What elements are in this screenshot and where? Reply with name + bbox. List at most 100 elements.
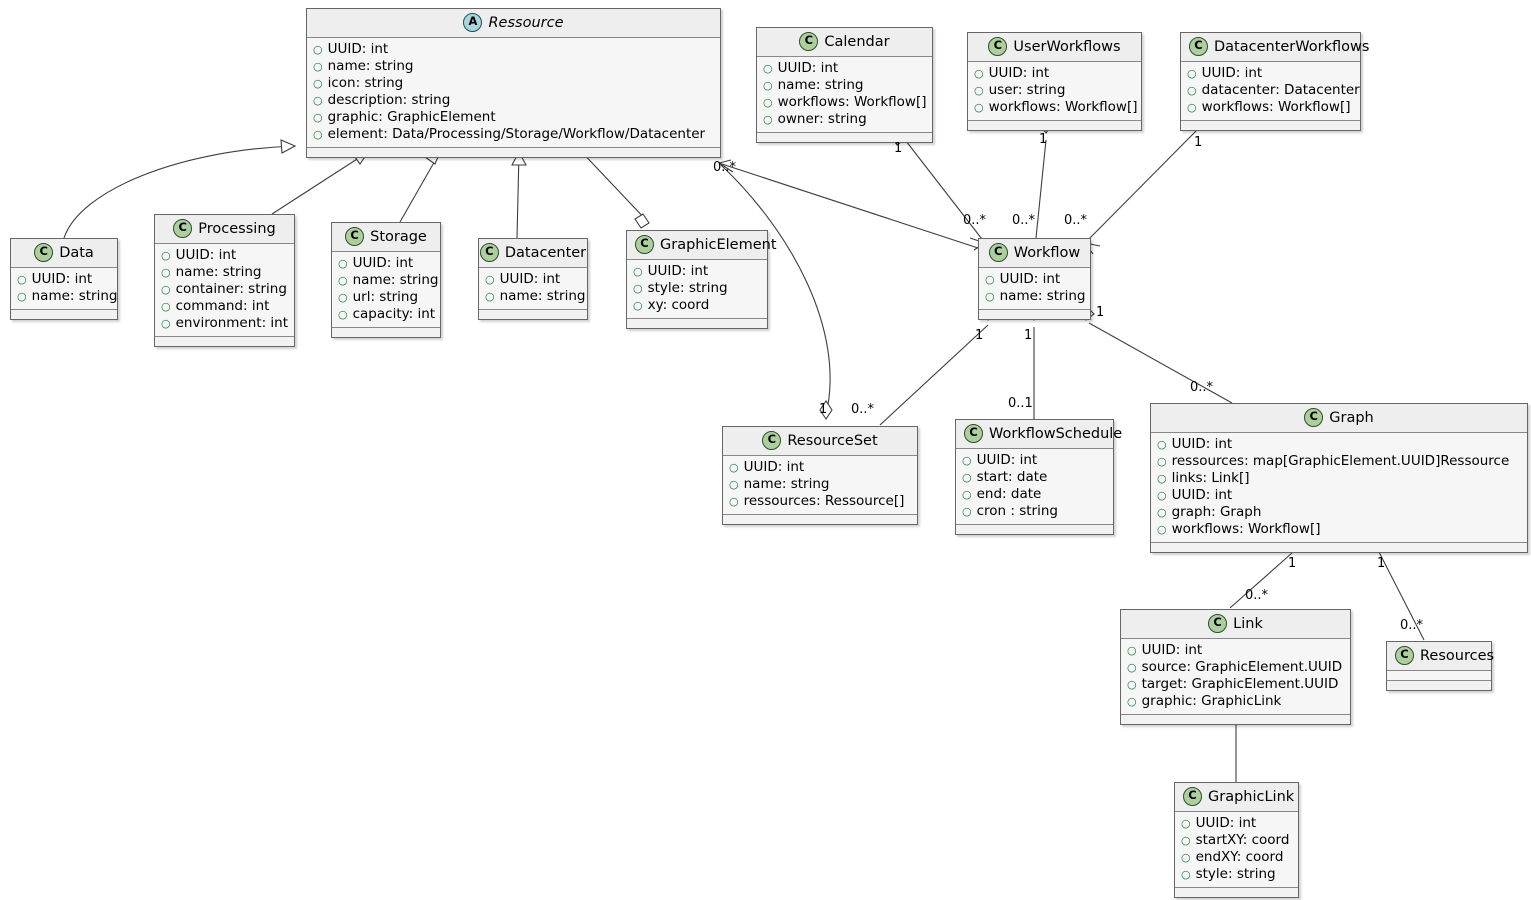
class-icon: C — [1189, 37, 1208, 56]
visibility-public-icon: ○ — [1187, 84, 1197, 97]
edge-ressource-graphicelement — [577, 147, 649, 223]
methods-resources — [1387, 681, 1491, 690]
visibility-public-icon: ○ — [633, 282, 643, 295]
visibility-public-icon: ○ — [962, 454, 972, 467]
methods-calendar — [757, 133, 932, 142]
attribute-label: url: string — [352, 289, 419, 305]
multiplicity-label: 1 — [1096, 305, 1105, 320]
attribute-label: workflows: Workflow[] — [988, 99, 1138, 115]
attribute-row: ○name: string — [338, 272, 439, 289]
edge-processing-ressource — [272, 152, 368, 214]
class-name-workflow: Workflow — [1013, 244, 1081, 261]
attribute-row: ○UUID: int — [1181, 815, 1291, 832]
attribute-row: ○graphic: GraphicElement — [313, 109, 713, 126]
attribute-label: endXY: coord — [1195, 849, 1284, 865]
attribute-row: ○ressources: Ressource[] — [729, 493, 910, 510]
visibility-public-icon: ○ — [1157, 523, 1167, 536]
attribute-label: user: string — [988, 82, 1066, 98]
multiplicity-label: 1 — [1377, 556, 1386, 571]
class-name-data: Data — [59, 244, 94, 261]
visibility-public-icon: ○ — [485, 273, 495, 286]
multiplicity-label: 1 — [1039, 132, 1048, 147]
edge-storage-ressource — [400, 152, 440, 222]
attribute-row: ○command: int — [161, 298, 287, 315]
edge-datacenterworkflows-workflow — [1085, 129, 1198, 243]
visibility-public-icon: ○ — [313, 128, 323, 141]
attribute-label: workflows: Workflow[] — [1171, 521, 1321, 537]
methods-workflow — [979, 310, 1090, 319]
class-name-userworkflows: UserWorkflows — [1013, 38, 1121, 55]
visibility-public-icon: ○ — [1181, 817, 1191, 830]
visibility-public-icon: ○ — [161, 249, 171, 262]
class-name-datacenterworkflows: DatacenterWorkflows — [1214, 38, 1370, 55]
attribute-row: ○style: string — [1181, 866, 1291, 883]
class-name-processing: Processing — [198, 220, 276, 237]
attribute-row: ○UUID: int — [633, 263, 760, 280]
methods-data — [11, 310, 117, 319]
attribute-row: ○UUID: int — [161, 247, 287, 264]
class-icon: C — [762, 431, 782, 450]
multiplicity-label: 1 — [975, 328, 984, 343]
visibility-public-icon: ○ — [962, 471, 972, 484]
visibility-public-icon: ○ — [161, 266, 171, 279]
attribute-label: UUID: int — [777, 60, 839, 76]
attribute-label: graphic: GraphicElement — [327, 109, 496, 125]
visibility-public-icon: ○ — [763, 62, 773, 75]
multiplicity-label: 0..* — [1400, 618, 1424, 633]
visibility-public-icon: ○ — [1157, 472, 1167, 485]
attribute-label: ressources: map[GraphicElement.UUID]Ress… — [1171, 453, 1510, 469]
attribute-row: ○UUID: int — [1157, 487, 1520, 504]
attribute-row: ○cron : string — [962, 503, 1106, 520]
attribute-row: ○UUID: int — [338, 255, 433, 272]
attribute-row: ○UUID: int — [1187, 65, 1353, 82]
methods-storage — [332, 328, 440, 337]
visibility-public-icon: ○ — [729, 461, 739, 474]
class-name-link: Link — [1233, 615, 1263, 632]
attributes-resources — [1387, 671, 1491, 681]
class-name-storage: Storage — [370, 228, 427, 245]
class-name-workflowschedule: WorkflowSchedule — [989, 425, 1123, 442]
methods-resourceset — [723, 515, 917, 524]
attribute-row: ○container: string — [161, 281, 287, 298]
attribute-label: name: string — [31, 288, 118, 304]
attribute-label: name: string — [743, 476, 830, 492]
multiplicity-label: 0..* — [963, 213, 987, 228]
attribute-label: end: date — [976, 486, 1042, 502]
class-icon: C — [988, 243, 1008, 262]
attribute-label: cron : string — [976, 503, 1058, 519]
methods-graphicelement — [627, 319, 767, 328]
attribute-label: icon: string — [327, 75, 404, 91]
visibility-public-icon: ○ — [1157, 489, 1167, 502]
attribute-label: name: string — [327, 58, 414, 74]
attribute-label: UUID: int — [1201, 65, 1263, 81]
multiplicity-label: 1 — [1288, 556, 1297, 571]
attribute-label: workflows: Workflow[] — [1201, 99, 1351, 115]
multiplicity-label: 1 — [894, 141, 903, 156]
class-name-graphiclink: GraphicLink — [1208, 788, 1295, 805]
visibility-public-icon: ○ — [763, 79, 773, 92]
edge-userworkflows-workflow — [1036, 140, 1046, 238]
